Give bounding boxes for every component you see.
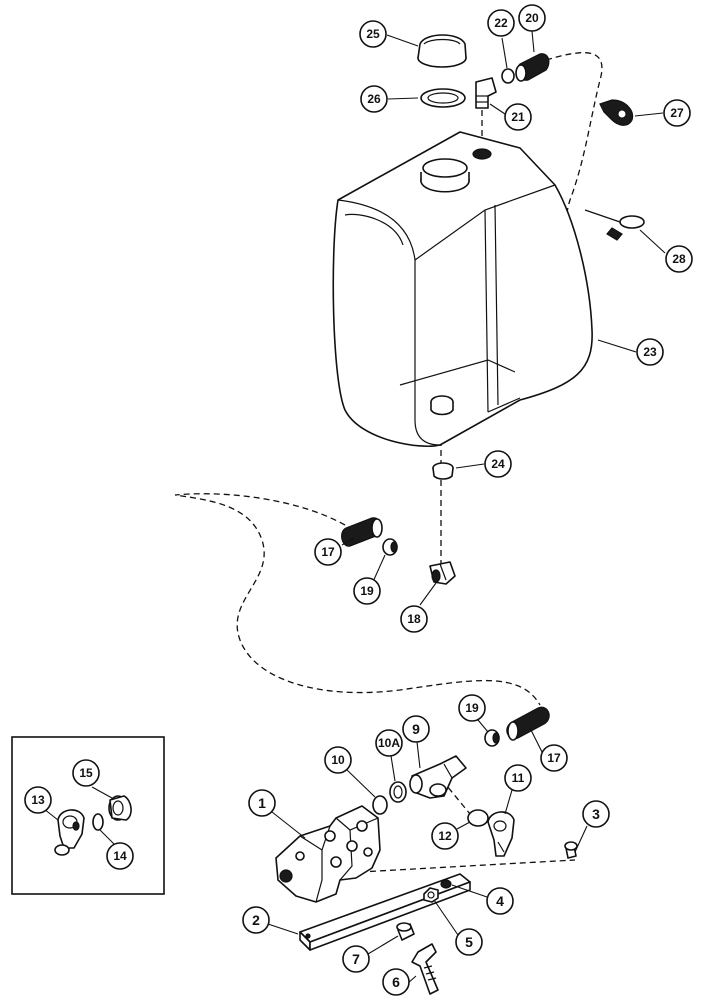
detail-inset-frame [11,736,165,895]
svg-text:14: 14 [113,849,127,863]
callout-22: 22 [487,9,515,37]
nut-5 [423,887,439,903]
svg-text:9: 9 [412,721,420,737]
spacer-7 [396,922,415,941]
callout-15: 15 [72,759,100,787]
lock-washer-4 [440,879,452,889]
hose-clamp-27 [599,99,634,126]
hose-17-lower [506,706,550,741]
svg-text:21: 21 [511,110,525,124]
svg-text:12: 12 [438,829,452,843]
callout-3: 3 [582,800,610,828]
bolt-6 [411,943,439,995]
svg-text:5: 5 [465,934,473,950]
bushing-15 [108,795,132,821]
elbow-fitting-18 [429,561,456,585]
clamp-19-upper [382,538,398,556]
callout-19-upper: 19 [353,577,381,605]
callout-6: 6 [382,968,410,996]
svg-text:22: 22 [494,16,508,30]
filler-gasket [420,88,466,108]
svg-text:25: 25 [366,27,380,41]
svg-text:19: 19 [360,584,374,598]
callout-19-lower: 19 [458,694,486,722]
control-valve-1 [275,805,381,903]
callout-13: 13 [24,786,52,814]
bolt-3 [564,841,578,859]
bracket-11 [487,811,515,857]
callout-23: 23 [636,338,664,366]
elbow-fitting-21 [475,77,497,109]
leader-lines [43,30,666,985]
hose-20 [515,53,550,82]
callout-24: 24 [484,450,512,478]
svg-text:20: 20 [525,11,539,25]
callout-21: 21 [504,103,532,131]
callout-26: 26 [360,85,388,113]
callout-28: 28 [665,245,693,273]
svg-text:13: 13 [31,793,45,807]
o-ring-12 [467,809,489,827]
svg-text:26: 26 [367,92,381,106]
callout-14: 14 [106,842,134,870]
callout-7: 7 [342,945,370,973]
svg-text:10: 10 [331,753,345,767]
callout-5: 5 [455,928,483,956]
svg-text:15: 15 [79,766,93,780]
callout-2: 2 [242,906,270,934]
svg-text:4: 4 [496,893,504,909]
svg-text:18: 18 [407,612,421,626]
callout-10: 10 [324,746,352,774]
callout-9: 9 [402,715,430,743]
svg-text:10A: 10A [378,736,400,750]
callout-20: 20 [518,4,546,32]
callout-4: 4 [486,887,514,915]
svg-text:24: 24 [491,457,505,471]
washer-10a [389,781,407,803]
clamp-19-lower [484,729,500,747]
callout-27: 27 [663,99,691,127]
cable-tie-28 [584,209,645,241]
svg-text:2: 2 [252,912,260,928]
callout-1: 1 [248,789,276,817]
shaft-line [359,859,576,873]
o-ring-10 [372,795,388,815]
svg-text:3: 3 [592,806,600,822]
svg-text:17: 17 [321,545,335,559]
callout-12: 12 [431,822,459,850]
callout-17-upper: 17 [314,538,342,566]
seal-14 [92,813,104,831]
hose-route-middle [174,493,541,706]
callout-10a: 10A [375,729,403,757]
svg-text:6: 6 [392,974,400,990]
filler-cap [417,34,467,68]
callout-17-lower: 17 [540,744,568,772]
callout-18: 18 [400,605,428,633]
callout-25: 25 [359,20,387,48]
svg-text:11: 11 [512,771,525,785]
svg-text:1: 1 [258,795,266,811]
svg-text:19: 19 [465,701,479,715]
svg-text:23: 23 [643,345,657,359]
svg-text:28: 28 [672,252,686,266]
hydraulic-tank [332,131,593,448]
bushing-24 [432,462,454,480]
o-ring-22 [501,68,515,84]
elbow-fitting-9 [409,755,467,799]
svg-text:27: 27 [670,106,684,120]
svg-text:7: 7 [352,951,360,967]
svg-text:17: 17 [547,751,561,765]
callout-11: 11 [504,764,532,792]
fitting-13 [54,809,85,856]
